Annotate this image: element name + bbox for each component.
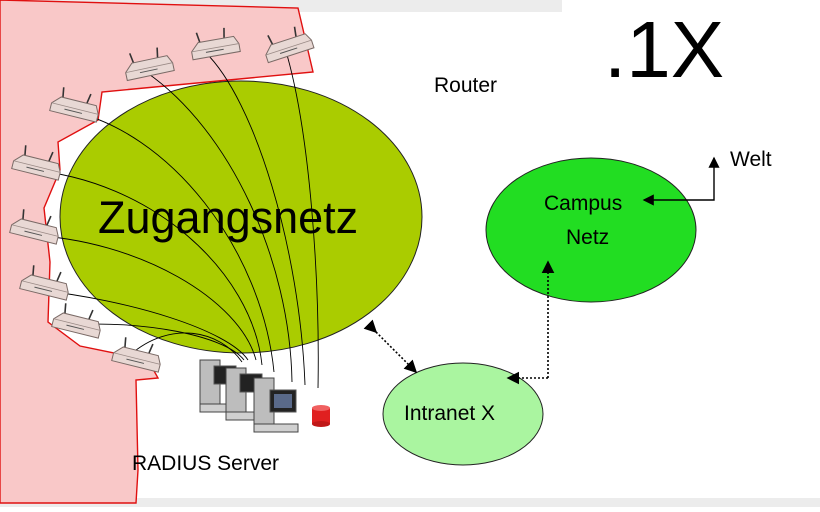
radius-server-label: RADIUS Server <box>132 452 280 475</box>
intranet-label: Intranet X <box>404 402 496 425</box>
intranet-ellipse <box>382 362 544 466</box>
world-label: Welt <box>730 148 772 171</box>
radius-links <box>27 47 319 389</box>
access-network-label: Zugangsnetz <box>98 192 359 243</box>
campus-world-link <box>648 156 720 201</box>
server-computer-icon <box>253 377 299 433</box>
database-cylinder-icon <box>312 405 330 427</box>
router-label: Router <box>434 74 498 97</box>
diagram-title: .1X <box>604 5 725 94</box>
campus-label-line2: Netz <box>566 226 610 249</box>
campus-label-line1: Campus <box>544 192 623 215</box>
access-intranet-link <box>363 319 418 374</box>
bottom-bar <box>0 498 820 507</box>
campus-network-ellipse <box>485 157 697 303</box>
